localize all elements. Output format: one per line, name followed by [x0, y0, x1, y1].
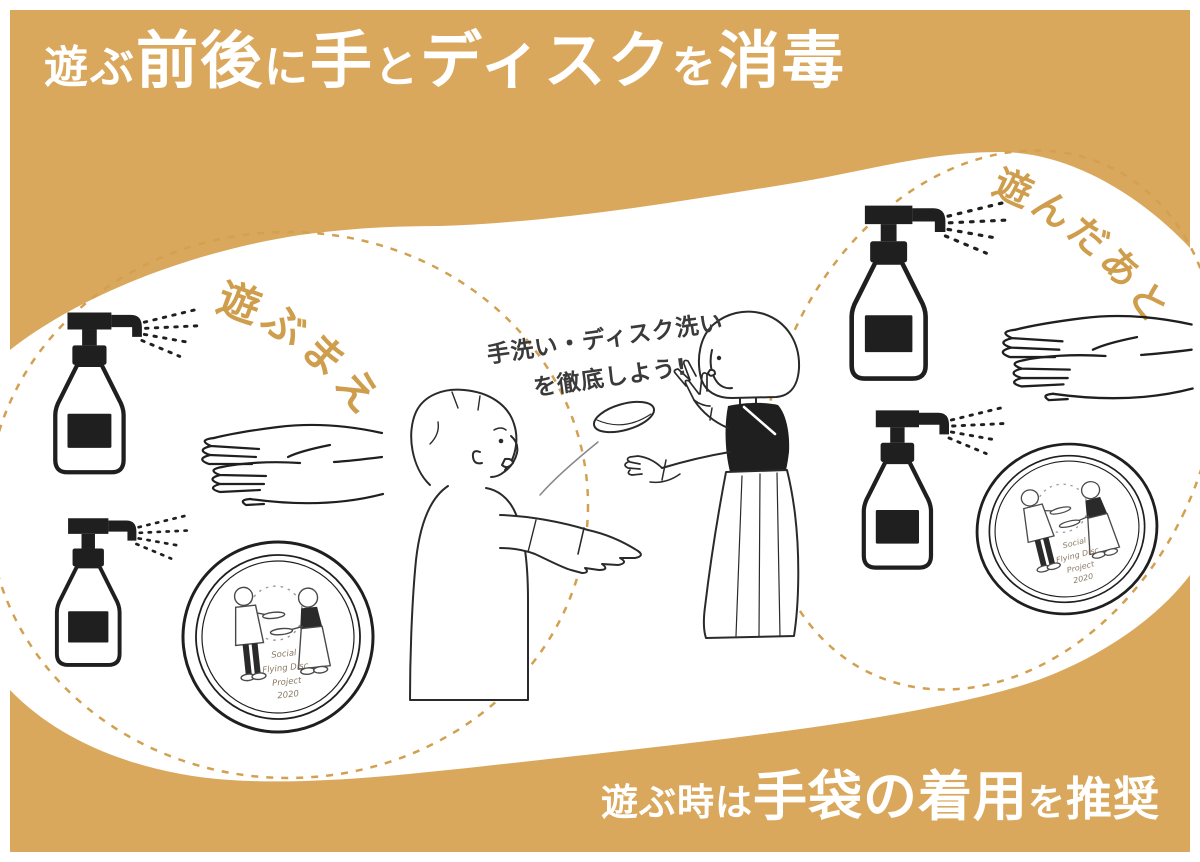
- girl-top: [725, 402, 790, 472]
- boy-shirt: [409, 485, 529, 701]
- boy-ear: [471, 450, 483, 465]
- girl-extended-arm: [624, 451, 731, 484]
- bottom-note: 遊ぶ時は手袋の着用を推奨: [601, 770, 1160, 824]
- title-seg-7: を: [671, 42, 718, 93]
- flying-disc-icon: [592, 400, 656, 434]
- title-seg-4: 手: [310, 24, 375, 97]
- dashed-arc-after: [760, 149, 1200, 691]
- disc-trajectory: [539, 441, 599, 496]
- boy-eye: [498, 438, 504, 444]
- bottom-seg-4: 推奨: [1066, 772, 1160, 826]
- girl-eye: [716, 355, 722, 361]
- girl-mouth: [707, 368, 716, 377]
- boy-arm-glove: [499, 514, 642, 574]
- title-seg-6: ディスク: [420, 24, 672, 97]
- title-seg-2: 前後: [136, 24, 265, 97]
- title-seg-5: と: [374, 42, 421, 93]
- girl-figure: [624, 310, 801, 639]
- boy-figure: [409, 388, 642, 701]
- girl-face: [709, 349, 733, 390]
- bottom-seg-3: を: [1028, 781, 1066, 824]
- title-seg-1: 遊ぶ: [44, 42, 136, 93]
- girl-skirt: [702, 469, 800, 639]
- boy-mouth: [501, 457, 514, 469]
- title-seg-8: 消毒: [717, 24, 846, 97]
- bottom-seg-1: 遊ぶ時は: [601, 781, 753, 824]
- boy-glove-cuff: [577, 527, 585, 555]
- players-illustration: [409, 310, 801, 701]
- girl-hair: [697, 310, 801, 399]
- girl-top-strap: [742, 405, 777, 436]
- bottom-seg-2: 手袋の着用: [753, 765, 1028, 828]
- boy-hair: [410, 388, 518, 486]
- title-seg-3: に: [264, 42, 311, 93]
- poster-title: 遊ぶ前後に手とディスクを消毒: [44, 30, 846, 92]
- dashed-arc-before: [0, 230, 590, 780]
- girl-raised-arm: [673, 359, 729, 429]
